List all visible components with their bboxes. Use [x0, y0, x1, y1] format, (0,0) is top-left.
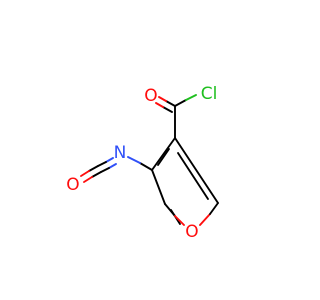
- atom-ring-oxygen: O: [185, 222, 198, 242]
- bond-c3-c4-inner: [157, 148, 170, 166]
- bond-n-c-b1: [108, 163, 117, 169]
- bond-c-o-a2: [80, 170, 90, 177]
- atom-nitrogen: N: [114, 143, 127, 163]
- atom-chlorine: Cl: [201, 84, 218, 104]
- bond-c2-c3: [174, 137, 219, 204]
- bond-c4-n-b: [127, 156, 141, 164]
- bond-c3-c4: [151, 137, 176, 171]
- bond-c-o-b1: [91, 171, 102, 178]
- bond-c4-n-a: [139, 162, 153, 171]
- bond-n-c-a2: [97, 161, 107, 167]
- atom-labels: O Cl N O O: [66, 84, 217, 242]
- bond-n-c-b2: [100, 167, 110, 173]
- bond-c5-o-b: [174, 215, 185, 226]
- bond-carbonyl-b1: [162, 106, 173, 113]
- bond-carbonyl-b2: [155, 102, 164, 108]
- bond-carbonyl-a2: [158, 96, 167, 102]
- bond-c2-c3-inner: [177, 152, 209, 200]
- bond-n-c-a1: [105, 157, 114, 163]
- atom-isocyanate-oxygen: O: [66, 175, 79, 195]
- bond-c5-o-a: [164, 203, 176, 217]
- bond-o-c2-a: [199, 213, 211, 226]
- bond-c-o-b2: [83, 176, 93, 183]
- structure-diagram: O Cl N O O: [66, 84, 219, 242]
- bonds: [80, 94, 219, 226]
- bond-c-cl-a: [174, 99, 187, 107]
- bond-c-cl-b: [185, 94, 197, 101]
- atom-carbonyl-oxygen: O: [144, 86, 157, 106]
- bond-c4-c5: [151, 169, 166, 205]
- bond-carbonyl-a1: [165, 100, 176, 107]
- bond-o-c2-b: [209, 202, 219, 215]
- bond-c-o-a1: [88, 165, 99, 172]
